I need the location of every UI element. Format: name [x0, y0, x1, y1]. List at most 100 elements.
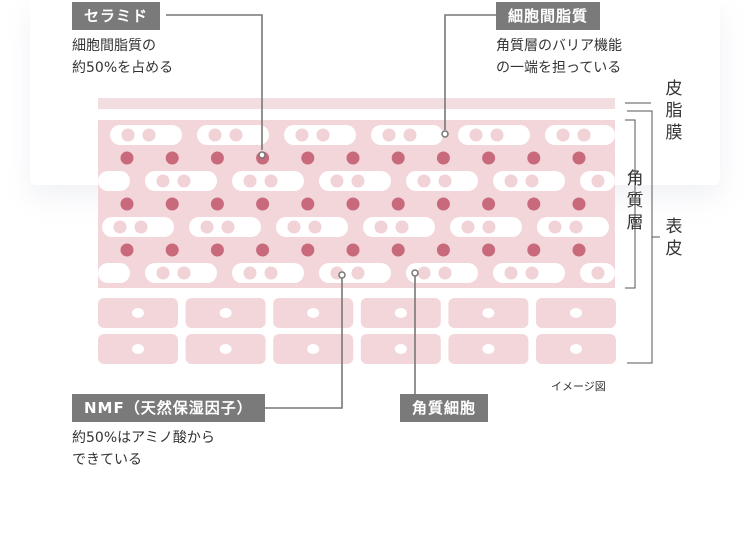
nmf-dot	[156, 174, 170, 188]
lipid-dot	[482, 197, 496, 211]
nmf-dot	[134, 220, 148, 234]
nmf-dot	[403, 128, 417, 142]
corneocyte-cell	[98, 263, 130, 283]
nmf-dot	[264, 174, 278, 188]
lipid-dot	[120, 197, 134, 211]
lipid-dot	[210, 197, 224, 211]
nmf-dot	[395, 220, 409, 234]
epidermis-label-1: 表	[665, 217, 683, 237]
nmf-dot	[525, 266, 539, 280]
nmf-dot	[229, 128, 243, 142]
lipid-dot	[527, 197, 541, 211]
lipid-dot	[436, 243, 450, 257]
lipid-dot	[301, 243, 315, 257]
nmf-dot	[221, 220, 235, 234]
lipid-dot	[436, 151, 450, 165]
layer-brackets	[625, 102, 660, 364]
lipid-dot	[301, 197, 315, 211]
image-note: イメージ図	[551, 380, 606, 393]
intercellular-lipid-line	[444, 14, 496, 130]
lipid-dot	[346, 151, 360, 165]
nmf-dot	[482, 220, 496, 234]
nmf-dot	[556, 128, 570, 142]
lipid-dot	[301, 151, 315, 165]
sebum-film-label-2: 脂	[665, 101, 683, 121]
lower-cell-nucleus	[570, 308, 582, 318]
nmf-dot	[548, 220, 562, 234]
lipid-dot	[391, 243, 405, 257]
lipid-dot	[165, 197, 179, 211]
lower-cell-nucleus	[394, 344, 407, 354]
nmf-dot	[469, 128, 483, 142]
lower-cell-nucleus	[482, 308, 495, 318]
nmf-dot	[121, 128, 135, 142]
nmf-dot	[438, 266, 452, 280]
lower-cell-nucleus	[219, 344, 232, 354]
lipid-dot	[436, 197, 450, 211]
nmf-dot	[113, 220, 127, 234]
nmf-dot	[351, 174, 365, 188]
lipid-dot	[120, 151, 134, 165]
sebum-film-band	[98, 98, 615, 109]
nmf-dot	[264, 266, 278, 280]
nmf-dot	[525, 174, 539, 188]
nmf-line-end	[338, 271, 346, 279]
lipid-dot	[391, 197, 405, 211]
ceramide-desc-line-1: 細胞間脂質の	[72, 38, 156, 54]
nmf-dot	[591, 266, 605, 280]
lower-cell-nucleus	[219, 308, 232, 318]
lipid-dot	[527, 151, 541, 165]
nmf-dot	[316, 128, 330, 142]
intercellular-lipid-tag: 細胞間脂質	[496, 2, 601, 30]
lower-cell-nucleus	[132, 308, 144, 318]
sebum-film-label-3: 膜	[665, 123, 683, 143]
intercellular-lipid-line-end	[441, 130, 449, 138]
lipid-dot	[346, 243, 360, 257]
intercellular-lipid-desc-line-2: の一端を担っている	[496, 60, 622, 76]
nmf-tag: NMF（天然保湿因子）	[72, 394, 265, 422]
corneocyte-cells	[98, 125, 615, 283]
nmf-dot	[208, 128, 222, 142]
nmf-dot	[490, 128, 504, 142]
lipid-dot	[572, 243, 586, 257]
lipid-dot	[256, 243, 270, 257]
nmf-dot	[351, 266, 365, 280]
nmf-dot	[577, 128, 591, 142]
lower-cell-nucleus	[132, 344, 144, 354]
lipid-dot	[165, 151, 179, 165]
lipid-dot	[572, 151, 586, 165]
corneocyte-cell	[98, 171, 130, 191]
nmf-dot	[177, 266, 191, 280]
nmf-dot	[243, 174, 257, 188]
nmf-dot	[382, 128, 396, 142]
corneocyte-line-end	[411, 269, 419, 277]
intercellular-lipid-dots	[120, 151, 586, 257]
nmf-dot	[330, 174, 344, 188]
nmf-line	[265, 278, 343, 409]
nmf-dot	[243, 266, 257, 280]
lipid-dot	[572, 197, 586, 211]
nmf-dot	[569, 220, 583, 234]
nmf-dot	[504, 266, 518, 280]
nmf-dot	[142, 128, 156, 142]
lower-cell-nucleus	[570, 344, 582, 354]
lipid-dot	[482, 243, 496, 257]
nmf-dot	[308, 220, 322, 234]
nmf-dot	[417, 174, 431, 188]
ceramide-line-end	[258, 151, 266, 159]
lower-cell-nucleus	[394, 308, 407, 318]
lipid-dot	[346, 197, 360, 211]
nmf-dot	[374, 220, 388, 234]
ceramide-line	[166, 14, 263, 150]
lipid-dot	[165, 243, 179, 257]
nmf-desc-line-2: できている	[72, 452, 142, 468]
lipid-dot	[120, 243, 134, 257]
ceramide-tag: セラミド	[72, 2, 161, 30]
stratum-corneum-label-3: 層	[626, 213, 644, 233]
nmf-dot	[287, 220, 301, 234]
lower-cell-nucleus	[307, 308, 320, 318]
lower-epidermis-cells	[98, 298, 616, 364]
nmf-dot	[177, 174, 191, 188]
intercellular-lipid-desc-line-1: 角質層のバリア機能	[496, 38, 622, 54]
lipid-dot	[527, 243, 541, 257]
